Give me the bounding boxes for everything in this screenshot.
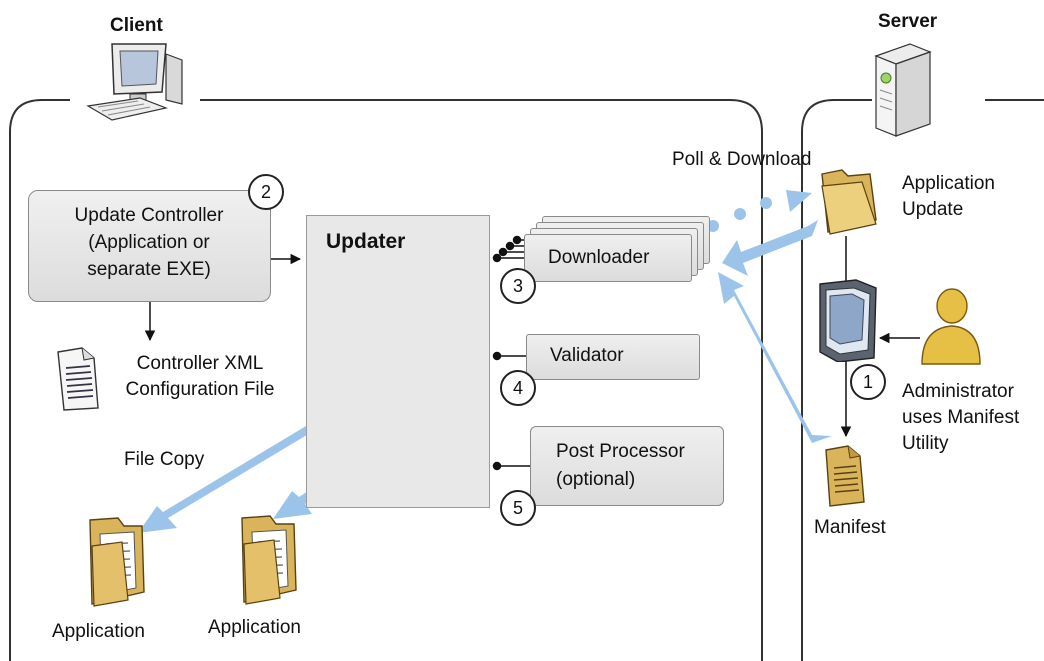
- administrator-label-2: uses Manifest: [902, 407, 1020, 428]
- update-controller-label-2: (Application or: [88, 232, 210, 253]
- application-1-label: Application: [52, 621, 145, 642]
- updater-box: [306, 215, 490, 508]
- client-panel-border-right: [200, 99, 763, 661]
- administrator-label-3: Utility: [902, 433, 949, 454]
- application-update-label-1: Application: [902, 173, 995, 194]
- validator-box: [526, 334, 700, 380]
- step-2-marker: 2: [248, 174, 284, 210]
- step-3-marker: 3: [500, 268, 536, 304]
- update-controller-label-3: separate EXE): [87, 259, 211, 280]
- downloader-box: [524, 234, 692, 282]
- application-update-label-2: Update: [902, 199, 964, 220]
- server-title: Server: [878, 11, 938, 32]
- document-icon: [825, 445, 865, 507]
- folder-icon: [821, 169, 877, 235]
- application-2-label: Application: [208, 617, 301, 638]
- folder-icon: [241, 515, 297, 605]
- client-title: Client: [110, 15, 163, 36]
- file-copy-label: File Copy: [124, 449, 205, 470]
- poll-download-arrowhead: [786, 190, 812, 212]
- administrator-label-1: Administrator: [902, 381, 1014, 402]
- folder-icon: [89, 517, 145, 607]
- validator-connector: [492, 351, 526, 361]
- step-5-marker: 5: [500, 490, 536, 526]
- post-processor-box: [530, 426, 724, 506]
- update-controller-label-1: Update Controller: [74, 205, 224, 226]
- post-processor-label-2: (optional): [556, 469, 636, 490]
- validator-label: Validator: [550, 345, 624, 366]
- arrow-update-to-downloader: [722, 220, 818, 276]
- post-processor-connector: [492, 461, 530, 471]
- document-icon: [57, 347, 99, 411]
- post-processor-label-1: Post Processor: [556, 441, 685, 462]
- server-icon: [874, 43, 932, 137]
- config-file-label-2: Configuration File: [125, 379, 275, 400]
- arrow-manifest-to-downloader: [718, 272, 832, 443]
- step-4-marker: 4: [500, 370, 536, 406]
- config-file-label-1: Controller XML: [136, 353, 264, 374]
- client-panel-border: [9, 99, 70, 661]
- computer-icon: [86, 43, 183, 121]
- server-panel-border: [801, 99, 872, 661]
- updater-label: Updater: [326, 230, 406, 253]
- manifest-label: Manifest: [814, 517, 886, 538]
- downloader-label: Downloader: [548, 247, 650, 268]
- step-1-marker: 1: [850, 364, 886, 400]
- poll-download-label: Poll & Download: [672, 149, 812, 170]
- monitor-icon: [819, 279, 877, 362]
- administrator-icon: [921, 288, 981, 365]
- update-controller-box: [28, 190, 271, 302]
